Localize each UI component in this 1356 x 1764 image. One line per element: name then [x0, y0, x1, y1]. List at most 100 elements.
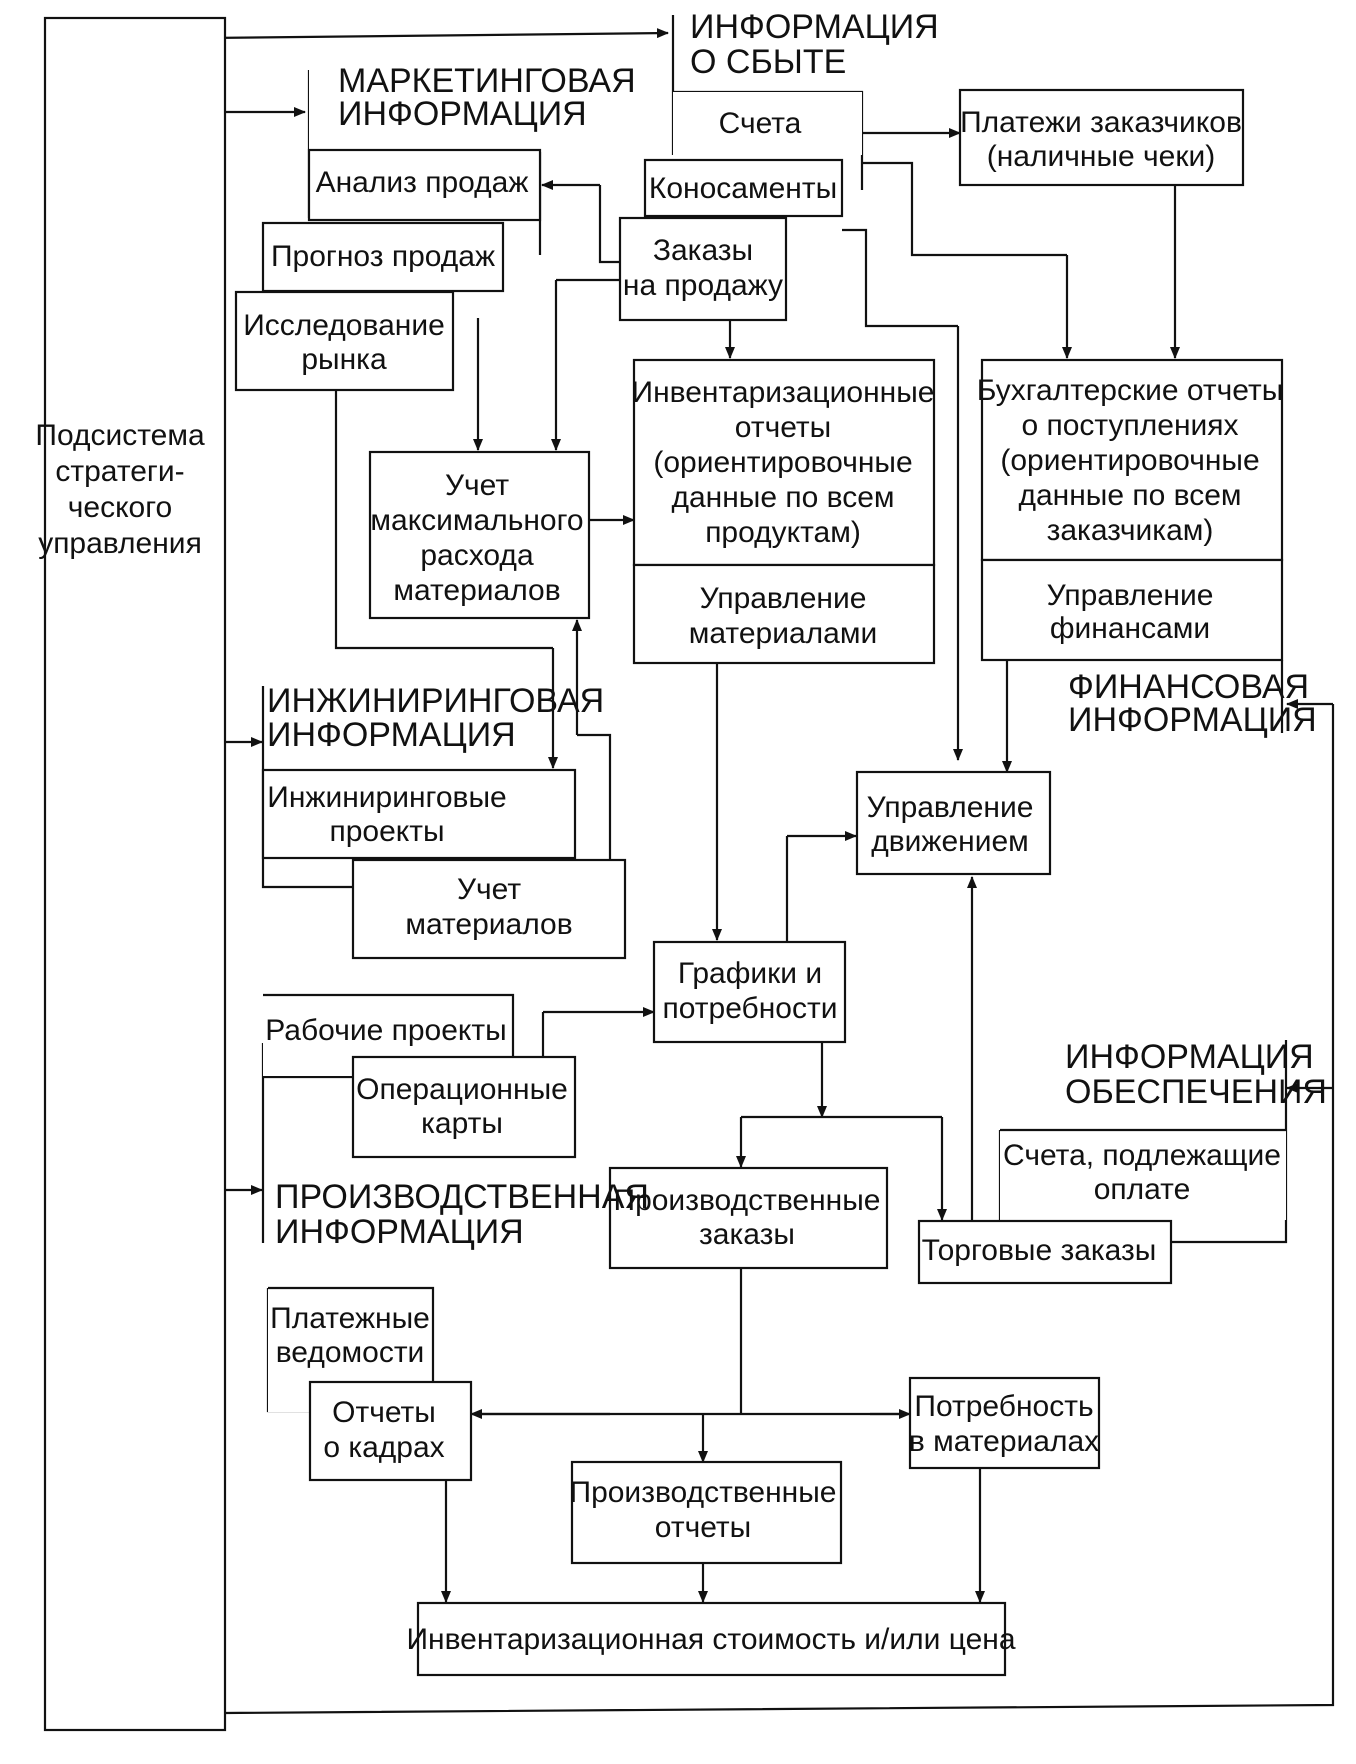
bills-of-lading-label-line: Коносаменты — [649, 172, 837, 205]
payables-label-line: Счета, подлежащие — [1003, 1139, 1281, 1172]
sales-orders-label-line: Заказы — [653, 234, 753, 267]
production-orders-label-line: Производственные — [614, 1184, 881, 1217]
schedules-needs-label-line: Графики и — [678, 957, 822, 990]
inventory-reports-box — [632, 358, 936, 567]
inventory-reports-label-line: продуктам) — [705, 516, 861, 549]
operation-cards-box — [351, 1055, 577, 1159]
materials-accounting-box — [351, 858, 627, 960]
engineering-projects-label-line: проекты — [329, 815, 444, 848]
production-reports-label-line: отчеты — [655, 1511, 751, 1544]
materials-accounting-label-line: материалов — [405, 908, 572, 941]
max-material-use-label-line: Учет — [445, 469, 509, 502]
finance-management-box — [980, 558, 1284, 662]
invoices-box — [673, 92, 862, 155]
max-material-use-label-line: материалов — [393, 574, 560, 607]
market-research-box — [234, 290, 455, 392]
materials-management-box — [632, 563, 936, 665]
materials-management-label-line: Управление — [700, 582, 867, 615]
sales-analysis-box — [307, 148, 542, 222]
sales-info-heading-line: О СБЫТЕ — [690, 43, 846, 81]
engineering-projects-box — [261, 768, 577, 860]
inventory-value-box — [416, 1601, 1007, 1677]
production-orders-box — [608, 1166, 889, 1270]
sales-forecast-box — [261, 221, 505, 293]
payables-box — [1000, 1130, 1286, 1220]
engineering-projects-label-line: Инжиниринговые — [267, 781, 506, 814]
inventory-reports-label-line: (ориентировочные — [653, 446, 912, 479]
sales-analysis-label: Анализ продаж — [316, 166, 529, 199]
sales-analysis-label-line: Анализ продаж — [316, 166, 529, 199]
material-needs-box — [908, 1376, 1101, 1470]
sales-orders-box — [618, 216, 788, 322]
inventory-reports-label-line: Инвентаризационные — [632, 376, 935, 409]
finance-management-label-line: финансами — [1050, 612, 1210, 645]
max-material-use-label-line: расхода — [420, 539, 534, 572]
invoices-label: Счета — [719, 107, 802, 140]
personnel-reports-label-line: Отчеты — [332, 1396, 436, 1429]
max-material-use-label-line: максимального — [370, 504, 583, 537]
customer-payments-box — [958, 88, 1245, 187]
personnel-reports-box — [308, 1380, 473, 1482]
market-research-label-line: рынка — [301, 343, 387, 376]
trade-orders-box — [917, 1219, 1173, 1285]
sales-forecast-label-line: Прогноз продаж — [271, 240, 495, 273]
inventory-reports-label-line: отчеты — [735, 411, 831, 444]
receipts-reports-box — [980, 358, 1284, 562]
production-reports-label-line: Производственные — [570, 1476, 837, 1509]
bills-of-lading-label: Коносаменты — [649, 172, 837, 205]
receipts-reports-label-line: (ориентировочные — [1000, 444, 1259, 477]
customer-payments-label-line: (наличные чеки) — [987, 140, 1215, 173]
movement-management-box — [855, 770, 1052, 876]
invoices-label-line: Счета — [719, 107, 802, 140]
financial-info-heading-line: ФИНАНСОВАЯ — [1068, 668, 1309, 706]
supply-info-heading-line: ОБЕСПЕЧЕНИЯ — [1065, 1073, 1327, 1111]
marketing-info-heading-line: ИНФОРМАЦИЯ — [338, 95, 587, 133]
strategic-subsystem-label-line: Подсистема — [35, 419, 205, 452]
marketing-info-box — [309, 70, 545, 152]
material-needs-label-line: в материалах — [909, 1425, 1099, 1458]
receipts-reports-label-line: Бухгалтерские отчеты — [977, 374, 1284, 407]
payroll-label-line: Платежные — [270, 1302, 430, 1335]
sales-orders-label-line: на продажу — [623, 269, 783, 302]
engineering-info-heading-line: ИНЖИНИРИНГОВАЯ — [267, 682, 604, 720]
production-info-heading-line: ИНФОРМАЦИЯ — [275, 1213, 524, 1251]
bills-of-lading-box — [643, 158, 844, 218]
materials-accounting-label-line: Учет — [457, 873, 521, 906]
sales-forecast-label: Прогноз продаж — [271, 240, 495, 273]
material-needs-label-line: Потребность — [914, 1390, 1093, 1423]
receipts-reports-label-line: о поступлениях — [1021, 409, 1238, 442]
inventory-reports-label-line: данные по всем — [671, 481, 894, 514]
engineering-info-heading-line: ИНФОРМАЦИЯ — [267, 716, 516, 754]
strategic-subsystem-label-line: управления — [38, 527, 202, 560]
market-research-label-line: Исследование — [243, 309, 445, 342]
operation-cards-label-line: Операционные — [356, 1073, 568, 1106]
materials-management-label-line: материалами — [689, 617, 877, 650]
marketing-info-heading-line: МАРКЕТИНГОВАЯ — [338, 62, 636, 100]
customer-payments-label-line: Платежи заказчиков — [960, 106, 1242, 139]
work-projects-label: Рабочие проекты — [265, 1014, 506, 1047]
trade-orders-label-line: Торговые заказы — [922, 1234, 1157, 1267]
personnel-reports-label-line: о кадрах — [323, 1431, 444, 1464]
schedules-needs-label-line: потребности — [663, 992, 838, 1025]
receipts-reports-label-line: данные по всем — [1018, 479, 1241, 512]
schedules-needs-box — [652, 940, 847, 1044]
